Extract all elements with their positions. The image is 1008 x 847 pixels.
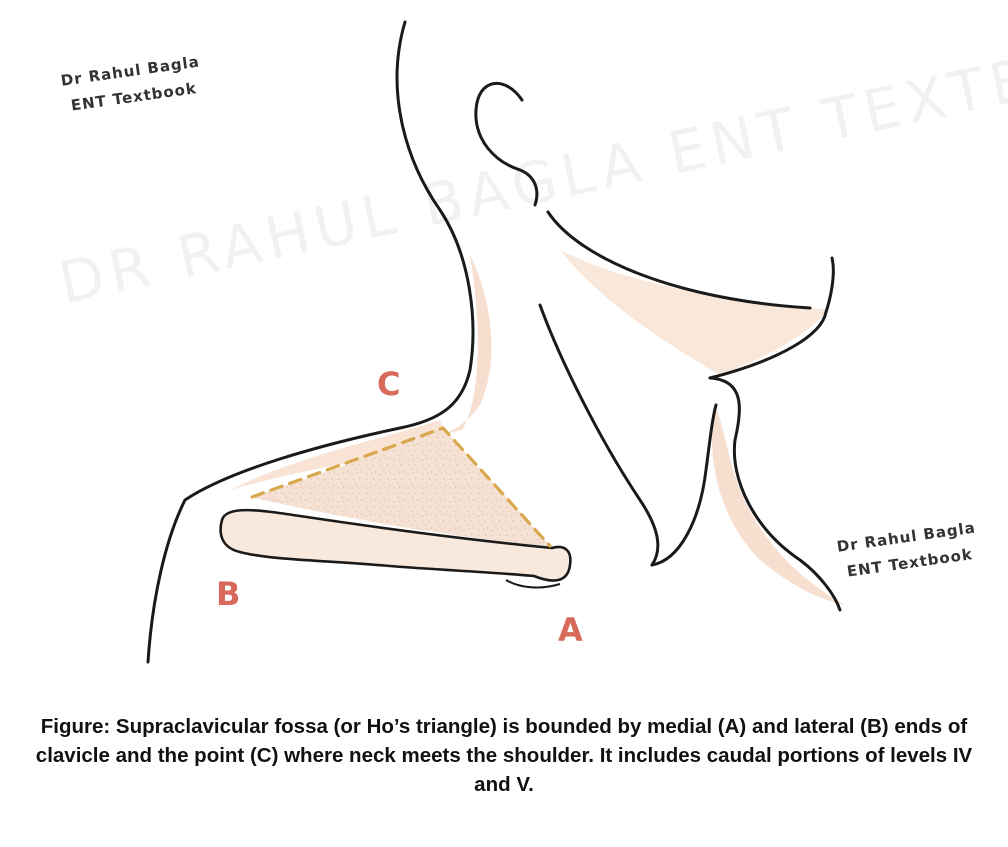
scm-outline — [538, 303, 660, 567]
chin-outline — [708, 256, 835, 380]
neck-back-outline — [146, 20, 475, 664]
label-a: A — [558, 611, 583, 649]
triangle-boundary — [250, 426, 552, 548]
jaw-shade — [560, 250, 830, 375]
jaw-outline — [546, 210, 812, 310]
shoulder-shade — [230, 420, 448, 490]
supraclavicular-fossa — [250, 428, 550, 546]
throat-outline — [708, 376, 842, 612]
figure-caption: Figure: Supraclavicular fossa (or Ho’s t… — [35, 715, 973, 796]
neck-shoulder-illustration — [146, 20, 845, 664]
label-c: C — [377, 365, 401, 403]
front-neck-shade — [712, 405, 845, 605]
neck-side-shade — [420, 255, 492, 440]
clavicle — [219, 508, 572, 582]
chest-inner-outline — [650, 403, 718, 567]
label-b: B — [216, 575, 241, 613]
clavicle-inner-line — [505, 579, 561, 589]
ear-outline — [474, 82, 539, 207]
